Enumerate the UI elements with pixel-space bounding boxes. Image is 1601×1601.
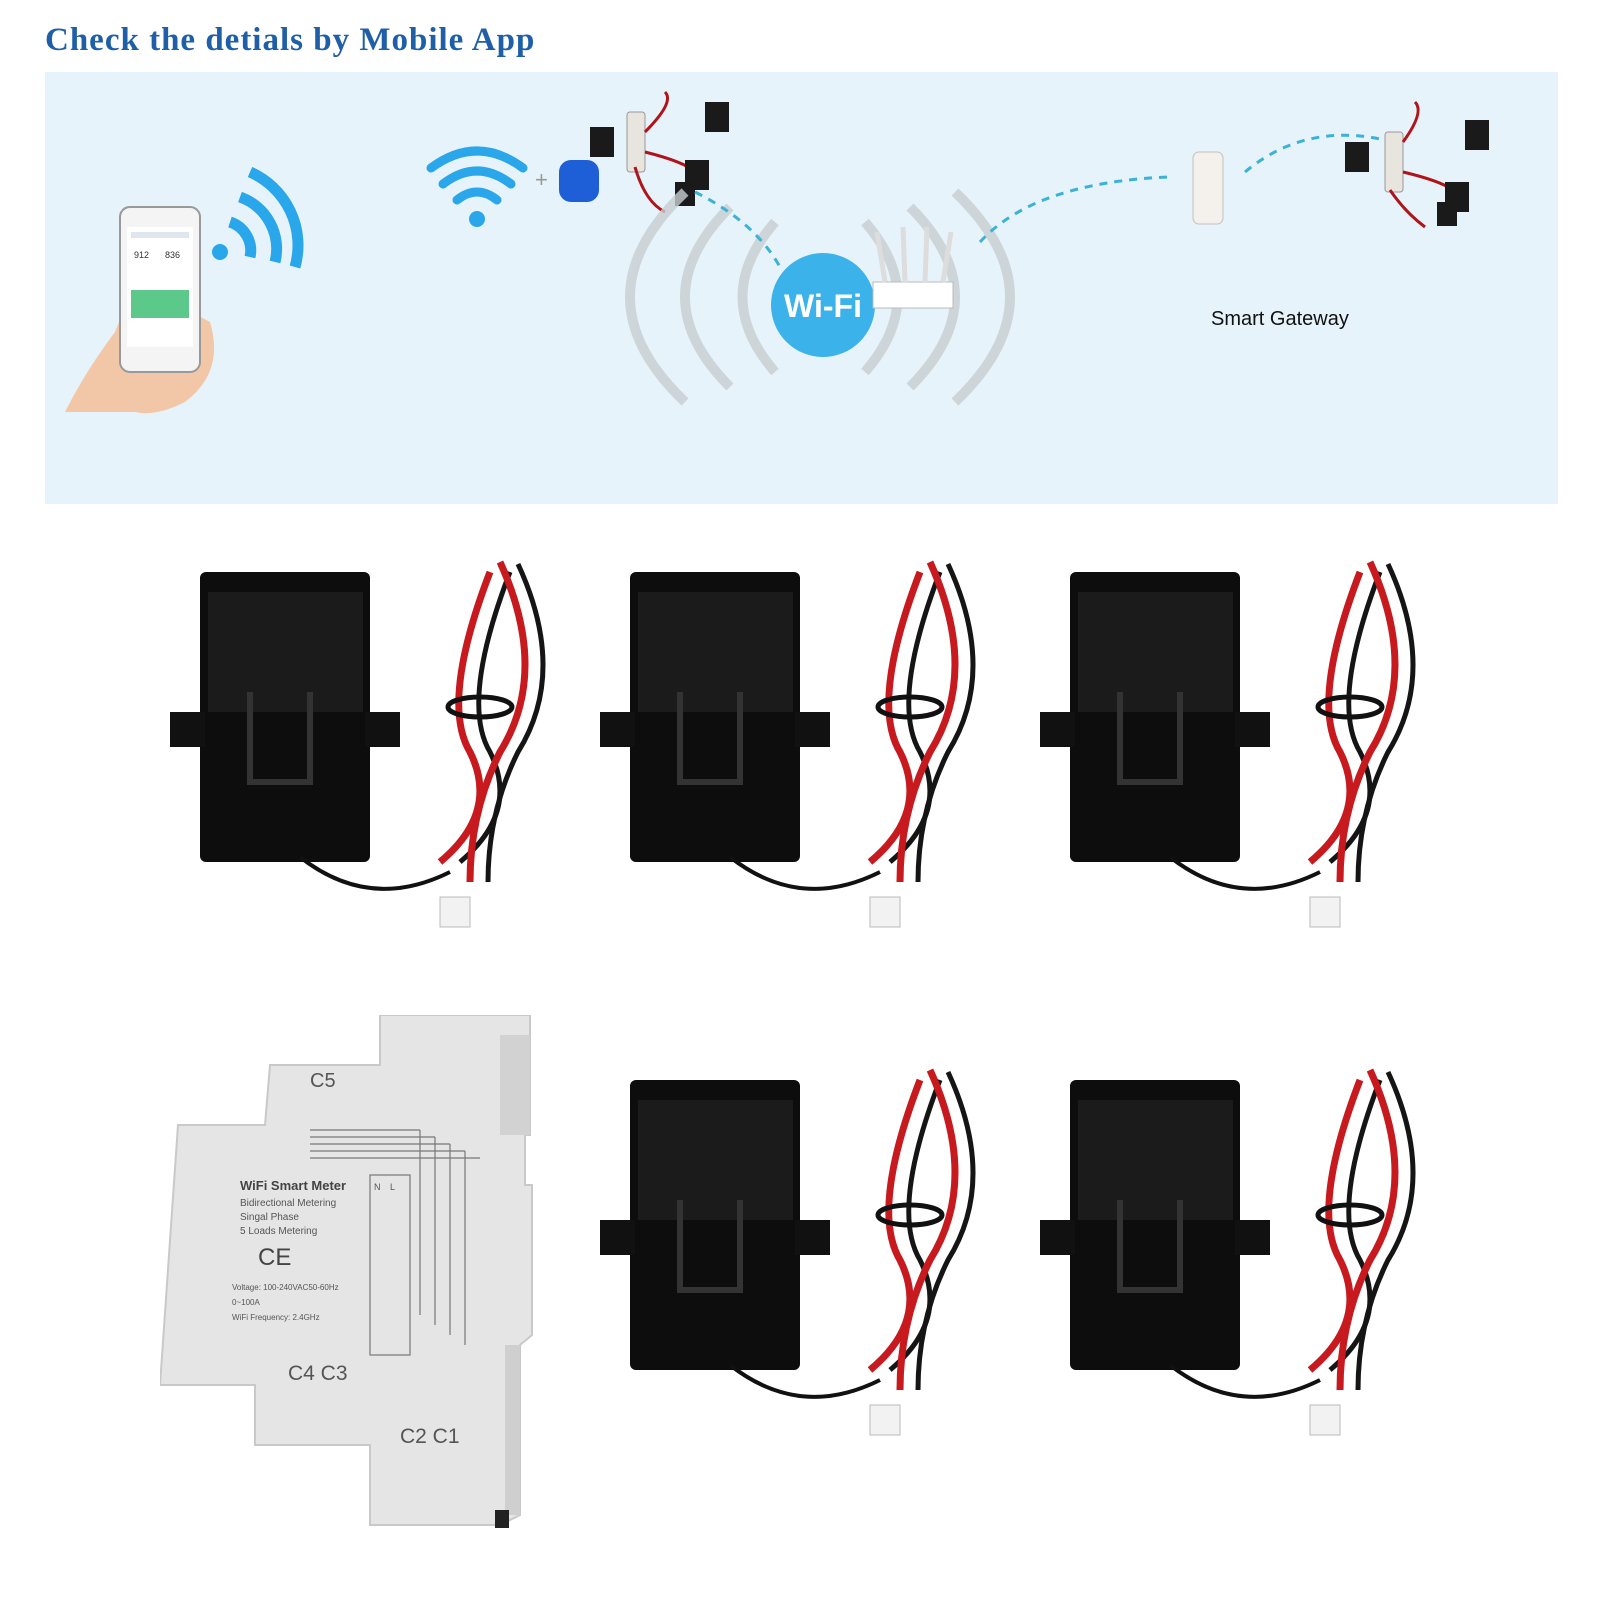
wifi-smart-meter: C5 N L WiFi Smart Meter Bidirectional Me… — [160, 1015, 533, 1528]
phone-reading-right: 836 — [165, 250, 180, 260]
wifi-icon — [426, 146, 528, 227]
meter-line-3: 5 Loads Metering — [240, 1226, 317, 1237]
meter-spec-current: 0~100A — [232, 1298, 260, 1307]
smart-gateway-device — [1192, 151, 1224, 225]
terminal-n-label: N — [374, 1182, 381, 1192]
current-clamp-5 — [1040, 1068, 1416, 1436]
phone-reading-left: 912 — [134, 250, 149, 260]
meter-kit-thumbnail-right — [1345, 100, 1489, 229]
meter-label-c2-c1: C2 C1 — [400, 1425, 460, 1448]
svg-text:+: + — [535, 167, 548, 192]
meter-kit-thumbnail — [590, 90, 729, 214]
meter-spec-frequency: WiFi Frequency: 2.4GHz — [232, 1313, 320, 1322]
page-title: Check the detials by Mobile App — [45, 22, 536, 58]
blue-wifi-module — [559, 160, 599, 202]
current-clamp-4 — [600, 1068, 976, 1436]
wifi-badge-label: Wi-Fi — [784, 288, 862, 324]
meter-name: WiFi Smart Meter — [240, 1178, 346, 1193]
meter-line-1: Bidirectional Metering — [240, 1198, 336, 1209]
current-clamp-1 — [170, 560, 546, 928]
meter-spec-voltage: Voltage: 100-240VAC50-60Hz — [232, 1283, 339, 1292]
connection-dashes — [694, 133, 1386, 268]
connection-diagram-banner: 912 836 + — [45, 72, 1558, 504]
ce-mark: CE — [258, 1244, 291, 1271]
wiring-diagram — [310, 1129, 480, 1356]
hand-holding-phone: 912 836 — [65, 206, 215, 414]
phone-wifi-signal-icon — [212, 166, 304, 269]
router-icon — [872, 226, 954, 309]
diagram-graphics: 912 836 + — [65, 90, 1489, 414]
meter-line-2: Singal Phase — [240, 1212, 299, 1223]
current-clamp-3 — [1040, 560, 1416, 928]
current-clamp-2 — [600, 560, 976, 928]
smart-gateway-label: Smart Gateway — [1211, 308, 1349, 330]
terminal-l-label: L — [390, 1182, 395, 1192]
meter-label-c5: C5 — [310, 1070, 336, 1092]
wifi-badge-icon — [771, 253, 875, 357]
meter-label-c4-c3: C4 C3 — [288, 1362, 348, 1385]
